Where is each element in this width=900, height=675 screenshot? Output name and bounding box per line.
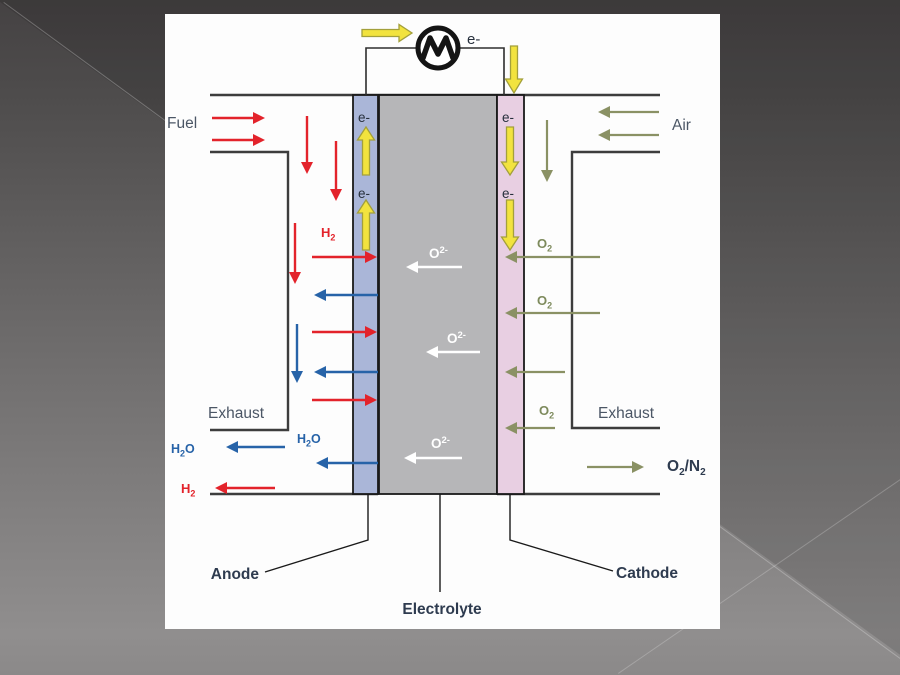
exhaust-label-right: Exhaust — [598, 405, 655, 422]
oxide-ion-label: O2- — [431, 435, 450, 451]
electron-label-anode: e- — [358, 186, 370, 201]
load-zigzag-icon — [420, 35, 456, 61]
anode-electron-up-arrow — [356, 198, 376, 251]
label-pointers — [264, 494, 614, 592]
electrolyte-layer — [378, 94, 498, 495]
anode-pointer-line — [264, 494, 369, 573]
circuit-wire-right — [459, 47, 505, 95]
electron-label-cathode: e- — [502, 186, 514, 201]
electron-flow-arrow-down — [504, 45, 524, 95]
electron-label-anode: e- — [358, 110, 370, 125]
anode-part-label: Anode — [211, 566, 260, 583]
electron-label-circuit: e- — [467, 31, 480, 48]
exhaust-label-left: Exhaust — [208, 405, 265, 422]
electron-flow-arrow-top — [361, 23, 414, 43]
cathode-electron-down-arrow — [500, 126, 520, 177]
cathode-pointer-line — [509, 494, 614, 572]
air-label: Air — [672, 117, 691, 134]
anode-electron-up-arrow — [356, 125, 376, 176]
h2o-label: H2O — [171, 442, 195, 459]
left-interconnect-wall — [210, 150, 290, 432]
oxide-ion-label: O2- — [447, 330, 466, 346]
o2-label: O2 — [537, 293, 552, 311]
electrode-electron-arrows — [356, 125, 520, 252]
cathode-electron-down-arrow — [500, 199, 520, 252]
o2-label: O2 — [537, 236, 552, 254]
fuel-cell-svg: Fuel Air Exhaust Exhaust e- e- e- e- e- … — [167, 23, 706, 618]
circuit-wire-left — [365, 47, 417, 95]
oxide-ion-arrows — [404, 261, 480, 464]
h2o-label: H2O — [297, 432, 321, 449]
cathode-part-label: Cathode — [616, 565, 678, 582]
h2-label: H2 — [321, 225, 335, 243]
oxide-ion-label: O2- — [429, 245, 448, 261]
fuel-flow-arrows — [212, 112, 378, 494]
h2-label: H2 — [181, 481, 195, 499]
external-circuit — [361, 23, 524, 95]
fuel-label: Fuel — [167, 115, 197, 132]
fuel-cell-diagram: Fuel Air Exhaust Exhaust e- e- e- e- e- … — [165, 14, 720, 629]
o2n2-label: O2/N2 — [667, 458, 706, 478]
o2-label: O2 — [539, 403, 554, 421]
electrolyte-part-label: Electrolyte — [402, 601, 482, 618]
electron-label-cathode: e- — [502, 110, 514, 125]
right-interconnect-wall — [570, 150, 660, 430]
air-flow-arrows — [505, 106, 659, 473]
